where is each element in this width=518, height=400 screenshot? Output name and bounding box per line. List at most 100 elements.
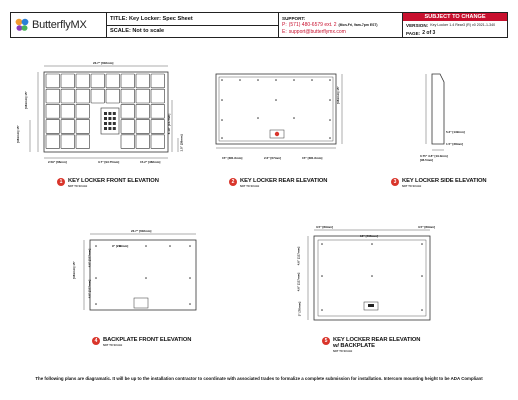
mounting-hole [189, 303, 191, 305]
support-label: SUPPORT: [282, 15, 306, 21]
mounting-hole [239, 79, 241, 81]
support-phone-line: P: (571) 480-6579 ext. 2 (Mon-Fri, 9am-7… [282, 22, 402, 28]
keypad-key [104, 127, 107, 130]
dim-backplate-width: 23.7" [602mm] [131, 229, 152, 233]
view-subtitle: NOT TO SCALE [402, 185, 422, 188]
title-value: Key Locker: Spec Sheet [128, 15, 193, 22]
view-number-badge: 5 [322, 337, 330, 345]
locker-door [60, 119, 75, 134]
support-phone[interactable]: (571) 480-6579 ext. 2 [288, 21, 337, 28]
locker-door [45, 88, 60, 104]
view-subtitle: NOT TO SCALE [333, 350, 353, 354]
mounting-hole [293, 79, 295, 81]
mounting-hole [221, 119, 223, 121]
caption-view-4: 4 BACKPLATE FRONT ELEVATION NOT TO SCALE [92, 337, 191, 347]
mounting-hole [221, 79, 223, 81]
mounting-hole [189, 277, 191, 279]
locker-door [120, 119, 135, 134]
locker-door [150, 73, 165, 89]
keypad-key [104, 117, 107, 120]
dim-rear-bottom2: 2.6" [67mm] [264, 156, 282, 160]
view-subtitle: NOT TO SCALE [240, 185, 260, 188]
logo-wordmark: ButterflyMX [32, 19, 87, 31]
support-email[interactable]: support@butterflymx.com [288, 28, 346, 35]
keypad-key [108, 117, 112, 120]
page-row: PAGE: 2 of 3 [403, 29, 507, 37]
caption-view-1: 1 KEY LOCKER FRONT ELEVATION NOT TO SCAL… [57, 178, 159, 188]
locker-door [150, 88, 165, 104]
mounting-hole [329, 137, 331, 139]
caption-view-2: 2 KEY LOCKER REAR ELEVATION NOT TO SCALE [229, 178, 327, 188]
keypad-key [108, 122, 112, 125]
dim-rear-bottom1: 15" [381.6mm] [222, 156, 243, 160]
locker-door [135, 73, 150, 89]
locker-door [135, 88, 150, 104]
dim-front-bottom1: 2.59" [66mm] [48, 160, 67, 164]
view-number-badge: 1 [57, 178, 65, 186]
mounting-hole [321, 275, 323, 277]
locker-door [60, 73, 75, 89]
locker-door [105, 88, 120, 104]
mounting-hole [421, 243, 423, 245]
dim-kr-top-mid: 16" [406mm] [360, 234, 378, 238]
mounting-hole [221, 99, 223, 101]
mounting-hole [371, 275, 373, 277]
keypad-key [104, 122, 107, 125]
backplate-front-drawing [83, 233, 197, 311]
locker-door [120, 134, 135, 149]
mounting-hole [95, 303, 97, 305]
dim-backplate-h2: 4.6" [117mm] [87, 279, 92, 299]
dim-side-top: 5.2" [132mm] [446, 130, 465, 134]
page-value: 2 of 3 [422, 30, 436, 36]
dim-kr-left2: 4.6" [117mm] [296, 272, 301, 292]
page-label: PAGE: [406, 30, 421, 36]
view-title: BACKPLATE FRONT ELEVATION [103, 337, 192, 343]
mounting-hole [221, 137, 223, 139]
mounting-hole [329, 99, 331, 101]
meta-cell: SUBJECT TO CHANGE VERSION: Key Locker 1.… [403, 13, 507, 37]
locker-door [150, 119, 165, 134]
mounting-hole [119, 245, 121, 247]
rear-backplate-drawing [307, 229, 431, 321]
mounting-hole [257, 79, 259, 81]
locker-door [120, 73, 135, 89]
locker-door [45, 119, 60, 134]
logo: ButterflyMX [11, 13, 107, 37]
mount-marker-icon [274, 131, 280, 137]
dim-front-mid: 6.19" [157mm] [167, 113, 172, 135]
dim-rear-right: [381mm] 15" [335, 86, 340, 104]
rear-elevation-drawing [215, 73, 343, 149]
view-subtitle: NOT TO SCALE [103, 344, 123, 347]
locker-door [135, 134, 150, 149]
locker-door [105, 73, 120, 89]
dim-front-left: [381mm] 15" [15, 125, 20, 143]
mounting-hole [95, 245, 97, 247]
dim-kr-left3: 3" [76mm] [297, 301, 302, 317]
locker-door [45, 134, 60, 149]
keypad-key [112, 122, 116, 125]
locker-door [135, 104, 150, 119]
dim-front-width: 23.7" [602mm] [93, 61, 114, 65]
locker-door [75, 88, 90, 104]
mounting-hole [95, 277, 97, 279]
locker-door [75, 73, 90, 89]
mounting-hole [189, 245, 191, 247]
mounting-hole [321, 243, 323, 245]
title-row: TITLE: Key Locker: Spec Sheet [107, 13, 278, 25]
mounting-hole [421, 275, 423, 277]
support-hours: (Mon-Fri, 9am-7pm EST) [338, 22, 378, 27]
title-cell: TITLE: Key Locker: Spec Sheet SCALE: Not… [107, 13, 279, 37]
mounting-hole [275, 99, 277, 101]
title-label: TITLE: [110, 15, 128, 22]
mounting-hole [321, 309, 323, 311]
mounting-hole [145, 277, 147, 279]
locker-door [60, 88, 75, 104]
conduit-block-icon [368, 304, 374, 307]
phone-prefix: P: [282, 21, 287, 28]
keypad-drawing [100, 107, 120, 135]
footer-note: The following plans are diagramatic. It … [35, 376, 483, 381]
dim-backplate-left: [381mm] 15" [71, 261, 76, 279]
locker-door [120, 104, 135, 119]
view-subtitle: NOT TO SCALE [68, 185, 88, 188]
locker-door [150, 104, 165, 119]
